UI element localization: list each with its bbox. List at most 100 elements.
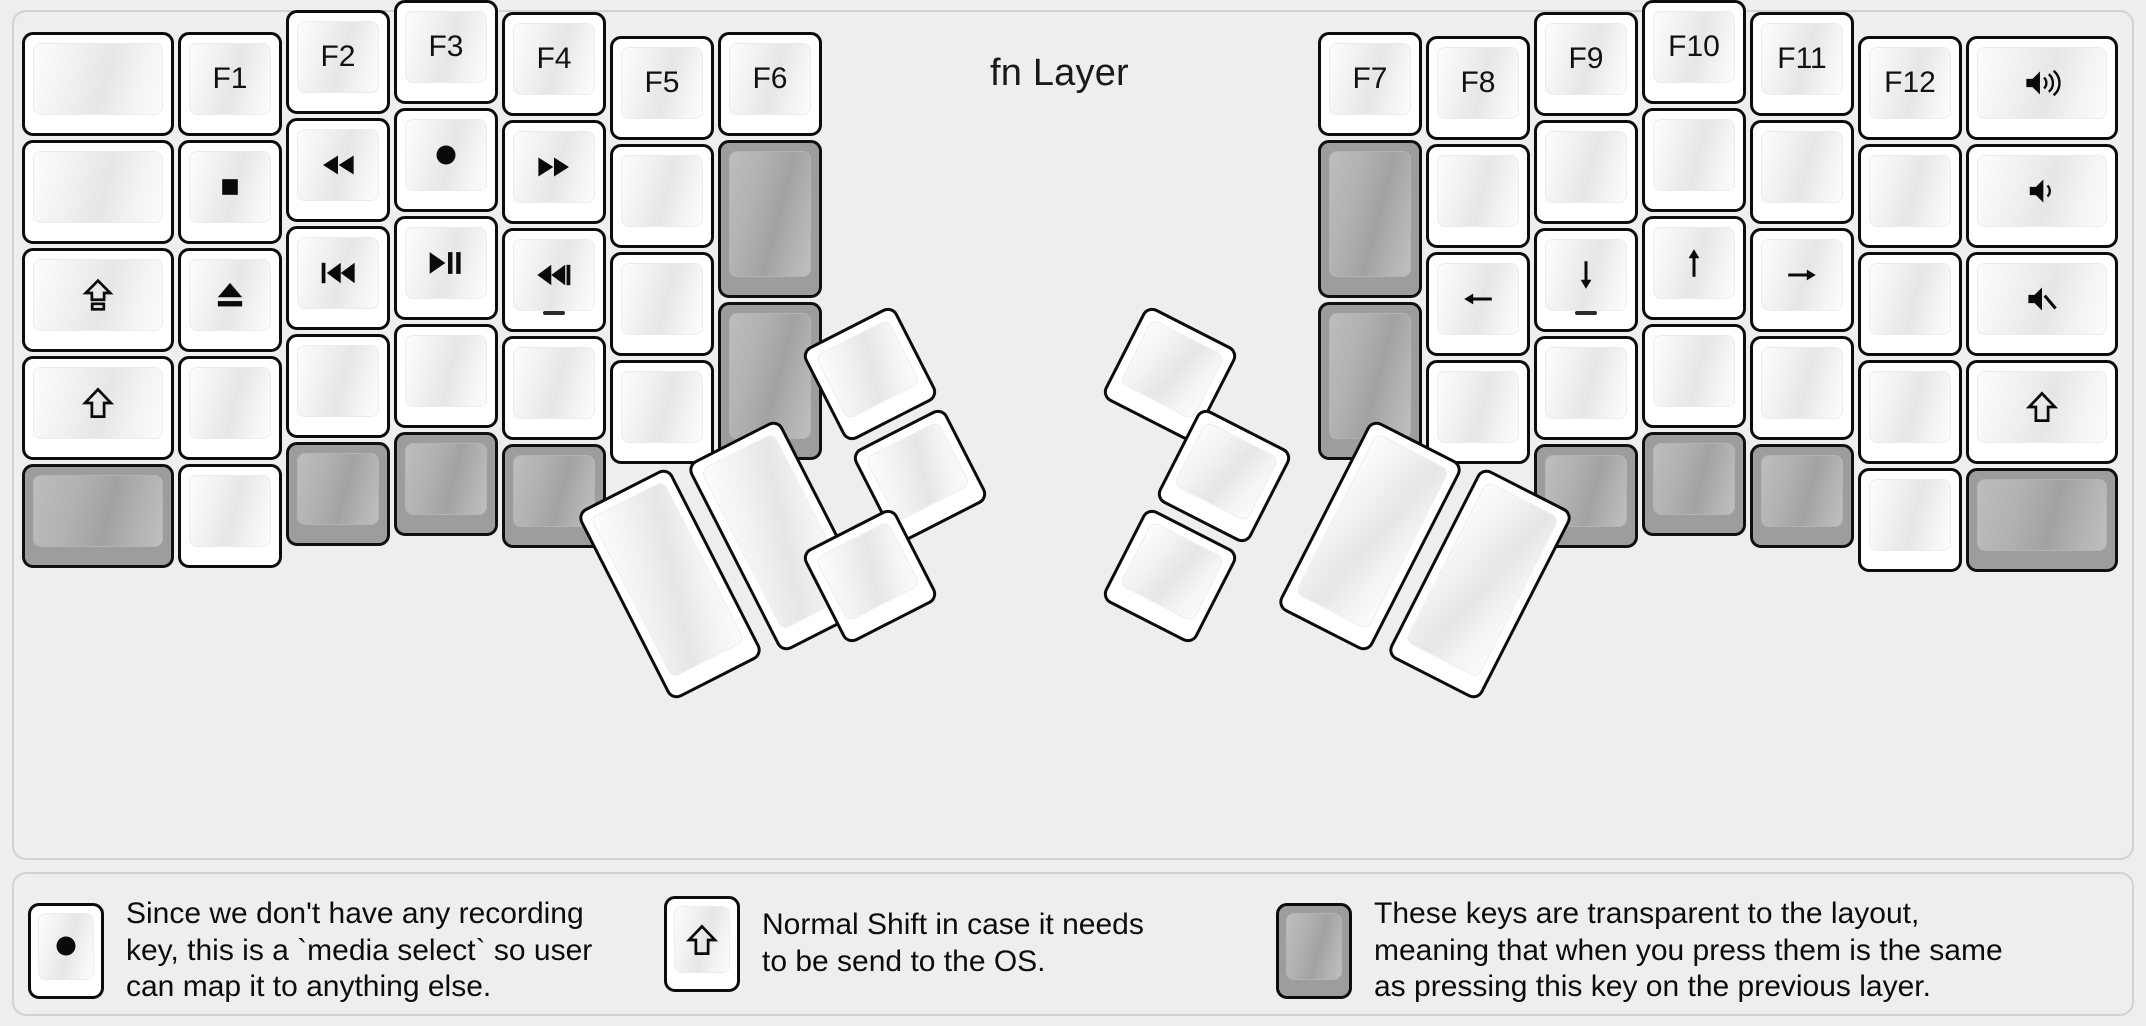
volume-up-icon bbox=[2020, 66, 2064, 100]
col-f10-key-5[interactable] bbox=[1642, 432, 1746, 536]
col-f8-key-3[interactable] bbox=[1426, 252, 1530, 356]
col-f8-key-1[interactable]: F8 bbox=[1426, 36, 1530, 140]
col-f1-key-3[interactable] bbox=[178, 248, 282, 352]
keycap-surface: F7 bbox=[1329, 43, 1411, 115]
col-f9-key-3[interactable] bbox=[1534, 228, 1638, 332]
media-fast-forward-icon bbox=[532, 150, 576, 184]
col-f4-key-2[interactable] bbox=[502, 120, 606, 224]
col-f1-key-1[interactable]: F1 bbox=[178, 32, 282, 136]
caps-lock-icon bbox=[81, 277, 115, 313]
key-label: F6 bbox=[752, 62, 788, 95]
col-f12-key-3[interactable] bbox=[1858, 252, 1962, 356]
keycap-surface bbox=[729, 313, 811, 439]
col-f2-key-4[interactable] bbox=[286, 334, 390, 438]
col-f2-key-1[interactable]: F2 bbox=[286, 10, 390, 114]
legend-sample-key-2 bbox=[664, 896, 740, 992]
col-outer-right-key-5[interactable] bbox=[1966, 468, 2118, 572]
col-outer-right-key-2[interactable] bbox=[1966, 144, 2118, 248]
keycap-surface bbox=[1545, 131, 1627, 203]
keycap-surface bbox=[1869, 371, 1951, 443]
keycap-surface bbox=[1653, 335, 1735, 407]
col-outer-left-key-5[interactable] bbox=[22, 464, 174, 568]
media-record-icon bbox=[427, 136, 465, 174]
keycap-surface: F2 bbox=[297, 21, 379, 93]
shift-icon bbox=[81, 385, 115, 421]
col-f1-key-4[interactable] bbox=[178, 356, 282, 460]
keycap-surface: F5 bbox=[621, 47, 703, 119]
keycap-surface bbox=[1286, 912, 1342, 980]
keycap-surface bbox=[297, 129, 379, 201]
col-f12-key-2[interactable] bbox=[1858, 144, 1962, 248]
col-f3-key-4[interactable] bbox=[394, 324, 498, 428]
legend-panel bbox=[12, 872, 2134, 1016]
legend-description-3: These keys are transparent to the layout… bbox=[1374, 897, 2003, 1004]
legend-sample-key-1 bbox=[28, 902, 104, 999]
col-f3-key-1[interactable]: F3 bbox=[394, 0, 498, 104]
col-f10-key-1[interactable]: F10 bbox=[1642, 0, 1746, 104]
col-f10-key-2[interactable] bbox=[1642, 108, 1746, 212]
col-f11-key-2[interactable] bbox=[1750, 120, 1854, 224]
col-outer-right-key-4[interactable] bbox=[1966, 360, 2118, 464]
keycap-surface bbox=[297, 453, 379, 525]
col-f3-key-5[interactable] bbox=[394, 432, 498, 536]
media-stop-icon bbox=[213, 170, 247, 204]
col-outer-right-key-1[interactable] bbox=[1966, 36, 2118, 140]
keycap-surface bbox=[189, 259, 271, 331]
shift-icon bbox=[685, 922, 719, 958]
col-outer-left-key-1[interactable] bbox=[22, 32, 174, 136]
keycap-surface bbox=[33, 151, 163, 223]
keycap-surface: F4 bbox=[513, 23, 595, 95]
media-play-pause-icon bbox=[423, 246, 469, 280]
col-f9-key-1[interactable]: F9 bbox=[1534, 12, 1638, 116]
col-f12-key-1[interactable]: F12 bbox=[1858, 36, 1962, 140]
col-f6-key-2[interactable] bbox=[718, 140, 822, 298]
col-f12-key-4[interactable] bbox=[1858, 360, 1962, 464]
col-f7-key-1[interactable]: F7 bbox=[1318, 32, 1422, 136]
col-f2-key-2[interactable] bbox=[286, 118, 390, 222]
legend-description-1: Since we don't have any recording key, t… bbox=[126, 897, 593, 1004]
col-f2-key-3[interactable] bbox=[286, 226, 390, 330]
keycap-surface bbox=[1329, 313, 1411, 439]
col-outer-right-key-3[interactable] bbox=[1966, 252, 2118, 356]
keycap-surface bbox=[405, 119, 487, 191]
col-f8-key-2[interactable] bbox=[1426, 144, 1530, 248]
col-f5-key-3[interactable] bbox=[610, 252, 714, 356]
keycap-surface bbox=[297, 237, 379, 309]
col-f3-key-2[interactable] bbox=[394, 108, 498, 212]
key-label: F8 bbox=[1460, 66, 1496, 99]
keycap-surface bbox=[1653, 119, 1735, 191]
volume-mute-icon bbox=[2022, 282, 2062, 316]
keycap-surface: F6 bbox=[729, 43, 811, 115]
keycap-surface bbox=[1761, 455, 1843, 527]
col-f10-key-4[interactable] bbox=[1642, 324, 1746, 428]
col-f8-key-4[interactable] bbox=[1426, 360, 1530, 464]
col-outer-left-key-4[interactable] bbox=[22, 356, 174, 460]
col-f5-key-1[interactable]: F5 bbox=[610, 36, 714, 140]
col-f10-key-3[interactable] bbox=[1642, 216, 1746, 320]
keycap-surface bbox=[38, 912, 94, 980]
col-f12-key-5[interactable] bbox=[1858, 468, 1962, 572]
col-f9-key-4[interactable] bbox=[1534, 336, 1638, 440]
keycap-surface: F9 bbox=[1545, 23, 1627, 95]
col-outer-left-key-3[interactable] bbox=[22, 248, 174, 352]
col-f1-key-5[interactable] bbox=[178, 464, 282, 568]
keycap-surface: F12 bbox=[1869, 47, 1951, 119]
col-f7-key-2[interactable] bbox=[1318, 140, 1422, 298]
legend-item-2: Normal Shift in case it needs to be send… bbox=[664, 896, 1144, 992]
col-f5-key-2[interactable] bbox=[610, 144, 714, 248]
col-outer-left-key-2[interactable] bbox=[22, 140, 174, 244]
col-f11-key-4[interactable] bbox=[1750, 336, 1854, 440]
col-f6-key-1[interactable]: F6 bbox=[718, 32, 822, 136]
col-f1-key-2[interactable] bbox=[178, 140, 282, 244]
col-f5-key-4[interactable] bbox=[610, 360, 714, 464]
col-f11-key-5[interactable] bbox=[1750, 444, 1854, 548]
col-f9-key-2[interactable] bbox=[1534, 120, 1638, 224]
col-f3-key-3[interactable] bbox=[394, 216, 498, 320]
col-f2-key-5[interactable] bbox=[286, 442, 390, 546]
col-f11-key-1[interactable]: F11 bbox=[1750, 12, 1854, 116]
col-f4-key-1[interactable]: F4 bbox=[502, 12, 606, 116]
keycap-surface bbox=[513, 131, 595, 203]
col-f11-key-3[interactable] bbox=[1750, 228, 1854, 332]
col-f4-key-4[interactable] bbox=[502, 336, 606, 440]
col-f4-key-3[interactable] bbox=[502, 228, 606, 332]
